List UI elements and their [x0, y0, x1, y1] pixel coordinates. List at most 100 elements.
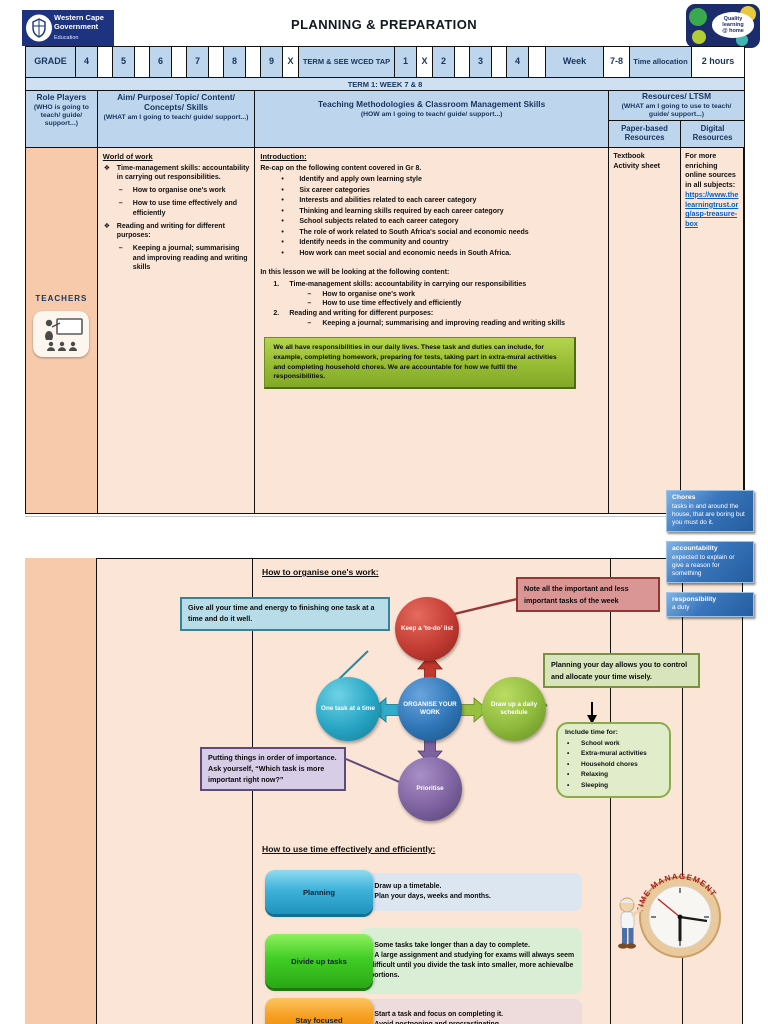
bullet-dot: • [567, 781, 570, 789]
role-title: Role Players [36, 92, 87, 102]
time-tip-row: Start a task and focus on completing it.… [265, 995, 595, 1024]
time-tip-point: Avoid postponing and procrastinating [370, 1020, 576, 1024]
definition-boxes: Chores tasks in and around the house, th… [666, 490, 754, 617]
badge-blob-green [689, 8, 707, 26]
callout-todo-list: Note all the important and less importan… [516, 577, 660, 613]
aim-item-bullet: – [118, 245, 123, 253]
include-time-item-text: Sleeping [581, 781, 609, 789]
recap-bullet: • School subjects related to each career… [259, 217, 604, 228]
recap-bullet: • Interests and abilities related to eac… [259, 196, 604, 207]
time-tips-rows: Draw up a timetable. Plan your days, wee… [265, 868, 595, 1024]
paper-resources-header: Paper-based Resources [609, 121, 681, 147]
wcg-crest-icon [24, 13, 54, 43]
aim-title: Aim/ Purpose/ Topic/ Content/ Concepts/ … [117, 92, 235, 112]
world-of-work-heading: World of work [102, 152, 153, 161]
time-tip-panel: Start a task and focus on completing it.… [360, 999, 582, 1024]
aim-item: – Keeping a journal; summarising and imp… [102, 244, 251, 272]
aim-item-bullet: – [118, 200, 123, 208]
time-tip-row: Some tasks take longer than a day to com… [265, 928, 595, 994]
col-methods-header: Teaching Methodologies & Classroom Manag… [255, 91, 609, 147]
definition-text: a duty [672, 604, 690, 612]
grade-cell: 1 [395, 47, 417, 77]
term-banner: TERM 1: WEEK 7 & 8 [25, 78, 745, 91]
table-body-row: TEACHERS World [25, 148, 754, 617]
include-time-title: Include time for: [565, 729, 618, 736]
definition-term: accountability [672, 544, 718, 552]
grade-cell [172, 47, 187, 77]
grade-cell [455, 47, 470, 77]
role-sub: (WHO is going to teach/ guide/ support..… [33, 103, 89, 128]
table-header-row: Role Players (WHO is going to teach/ gui… [25, 91, 745, 148]
definition-box: responsibility a duty [666, 591, 754, 617]
methods-sub: (HOW am I going to teach/ guide/ support… [360, 110, 503, 118]
lesson-item: – Keeping a journal; summarising and imp… [259, 319, 604, 329]
digital-resource-link[interactable]: https://www.thelearningtrust.org/asp-tre… [685, 189, 739, 229]
aim-content-cell: World of work ❖ Time-management skills: … [98, 148, 256, 513]
include-time-item: • Household chores [565, 760, 662, 770]
lesson-item: 2. Reading and writing for different pur… [259, 309, 604, 319]
time-tip-point: Draw up a timetable. [370, 882, 576, 892]
lesson-item-text: Reading and writing for different purpos… [289, 310, 434, 318]
grade-cell: X [417, 47, 433, 77]
recap-bullet-list: • Identify and apply own learning style … [259, 175, 604, 259]
paper-resource-textbook: Textbook [613, 151, 645, 160]
bullet-dot: • [281, 239, 284, 247]
lesson-item: – How to use time effectively and effici… [259, 299, 604, 309]
recap-bullet-text: The role of work related to South Africa… [299, 228, 529, 236]
node-prioritise: Prioritise [398, 757, 462, 821]
resources-title: Resources/ LTSM [641, 91, 711, 101]
grade-cell [246, 47, 261, 77]
grade-cell: 4 [507, 47, 529, 77]
recap-bullet-text: Six career categories [299, 186, 370, 194]
grade-cell: 4 [76, 47, 98, 77]
time-tip-point: Start a task and focus on completing it. [370, 1010, 576, 1020]
node-todo-list: Keep a 'to-do' list [395, 597, 459, 661]
column-divider [682, 558, 683, 1024]
grade-row: GRADE 4 5 6 7 8 9 [25, 46, 745, 78]
node-one-task: One task at a time [316, 677, 380, 741]
grade-cell: 3 [470, 47, 492, 77]
grade-cell: 7 [187, 47, 209, 77]
recap-bullet-text: Thinking and learning skills required by… [299, 207, 504, 215]
col-role-players-header: Role Players (WHO is going to teach/ gui… [26, 91, 98, 147]
lesson-item-marker: – [307, 320, 312, 328]
paper-resources-cell: Textbook Activity sheet [609, 148, 682, 513]
time-tip-point: Plan your days, weeks and months. [370, 892, 576, 902]
aim-item-bullet: – [118, 187, 123, 195]
grade-cell: 2 [433, 47, 455, 77]
grade-cell: 7-8 [604, 47, 630, 77]
badge-blob-lime [692, 30, 706, 44]
badge-line-2: learning [722, 21, 744, 28]
aim-item: ❖ Time-management skills: accountability… [102, 164, 251, 183]
lesson-item: 1. Time-management skills: accountabilit… [259, 280, 604, 290]
grade-cell: 6 [150, 47, 172, 77]
grade-cell [209, 47, 224, 77]
grade-cell [529, 47, 546, 77]
role-players-cell: TEACHERS [26, 148, 98, 513]
grade-cell: 9 [261, 47, 283, 77]
include-time-item: • Relaxing [565, 770, 662, 780]
node-organise-your-work: ORGANISE YOUR WORK [398, 677, 462, 741]
lesson-item-marker: – [307, 300, 312, 308]
aim-item: – How to organise one's work [102, 186, 251, 195]
include-time-box: Include time for: • School work • Extra-… [556, 722, 671, 798]
aim-item-text: Keeping a journal; summarising and impro… [132, 245, 248, 271]
logo-line-2: Government [54, 21, 99, 31]
recap-bullet-text: Identify and apply own learning style [299, 176, 422, 184]
grade-cell: 2 hours [692, 47, 744, 77]
use-time-heading: How to use time effectively and efficien… [262, 844, 436, 854]
time-tip-button: Stay focused [265, 998, 373, 1024]
col-aim-header: Aim/ Purpose/ Topic/ Content/ Concepts/ … [98, 91, 256, 147]
grade-cell: Week [546, 47, 604, 77]
grade-cell [135, 47, 150, 77]
bullet-dot: • [281, 186, 284, 194]
bullet-dot: • [281, 249, 284, 257]
col-resources-header: Resources/ LTSM (WHAT am I going to use … [609, 91, 744, 147]
bullet-dot: • [281, 197, 284, 205]
resources-sub: (WHAT am I going to use to teach/ guide/… [621, 102, 732, 119]
time-management-clock-icon: TIME MANAGEMENT [610, 865, 726, 969]
badge-line-3: @ home [722, 28, 744, 35]
aim-item-bullet: ❖ [103, 222, 111, 230]
digital-resource-text: For more enriching online sources in all… [685, 151, 736, 190]
recap-bullet: • Identify and apply own learning style [259, 175, 604, 186]
